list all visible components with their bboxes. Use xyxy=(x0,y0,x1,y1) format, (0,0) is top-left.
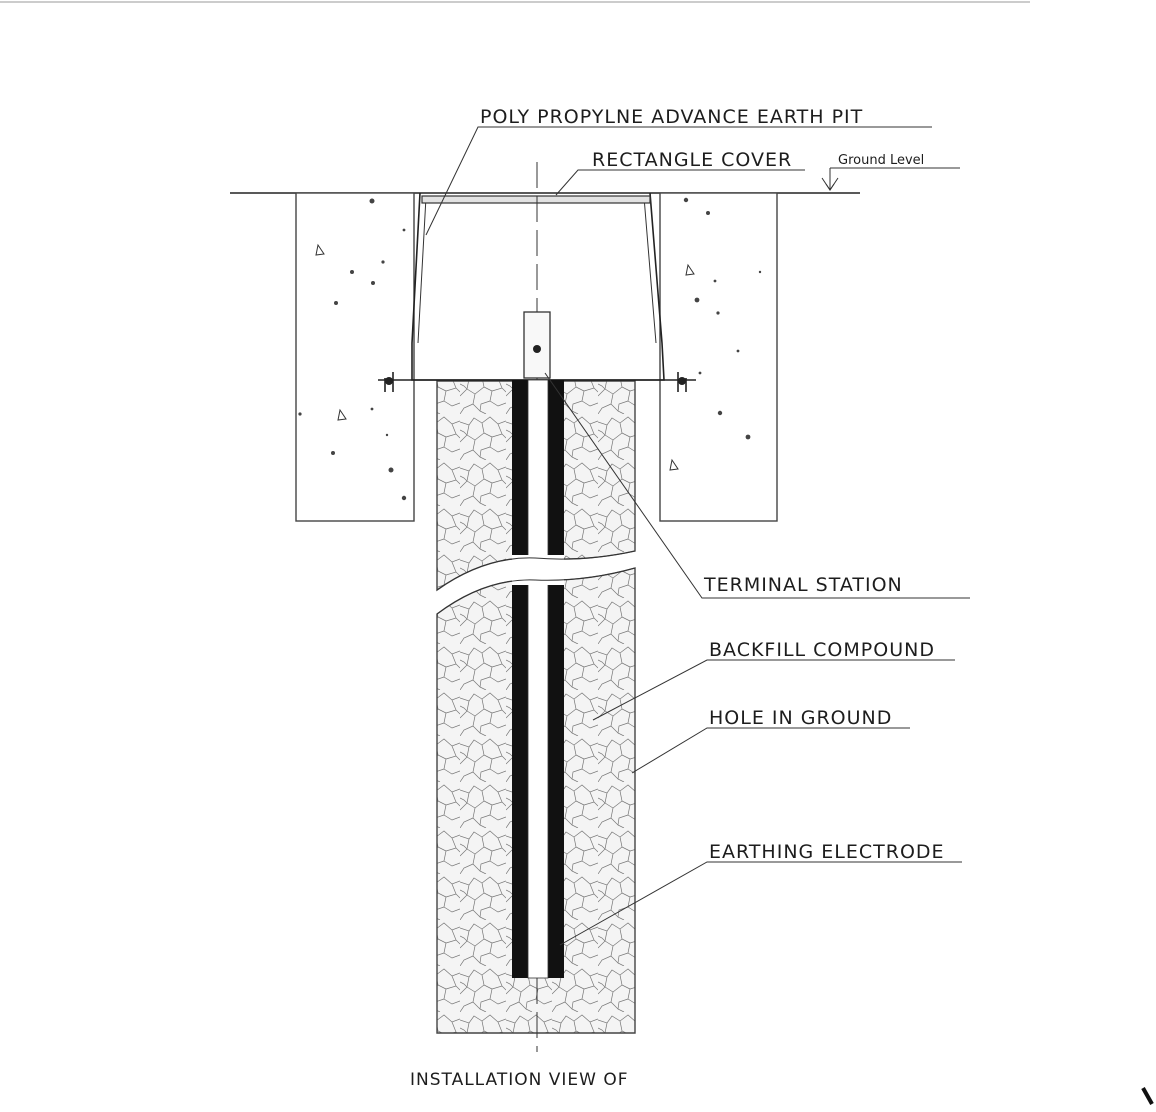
label-ground-level: Ground Level xyxy=(838,153,924,168)
label-earth-pit: POLY PROPYLNE ADVANCE EARTH PIT xyxy=(480,106,863,128)
leader-lines xyxy=(425,126,970,946)
label-hole-in-ground: HOLE IN GROUND xyxy=(709,707,892,729)
down-arrow-marker-icon xyxy=(821,177,839,191)
corner-mark xyxy=(1141,1087,1154,1105)
concrete-block-right xyxy=(659,192,778,522)
concrete-block-left xyxy=(295,192,415,522)
terminal-bolt xyxy=(533,345,541,353)
caption-installation-view: INSTALLATION VIEW OF xyxy=(410,1070,629,1090)
label-earthing-electrode: EARTHING ELECTRODE xyxy=(709,841,945,863)
label-backfill-compound: BACKFILL COMPOUND xyxy=(709,639,935,661)
earthing-electrode xyxy=(436,379,636,979)
rectangle-cover xyxy=(421,195,651,204)
label-rectangle-cover: RECTANGLE COVER xyxy=(592,149,792,171)
label-terminal-station: TERMINAL STATION xyxy=(703,574,903,596)
